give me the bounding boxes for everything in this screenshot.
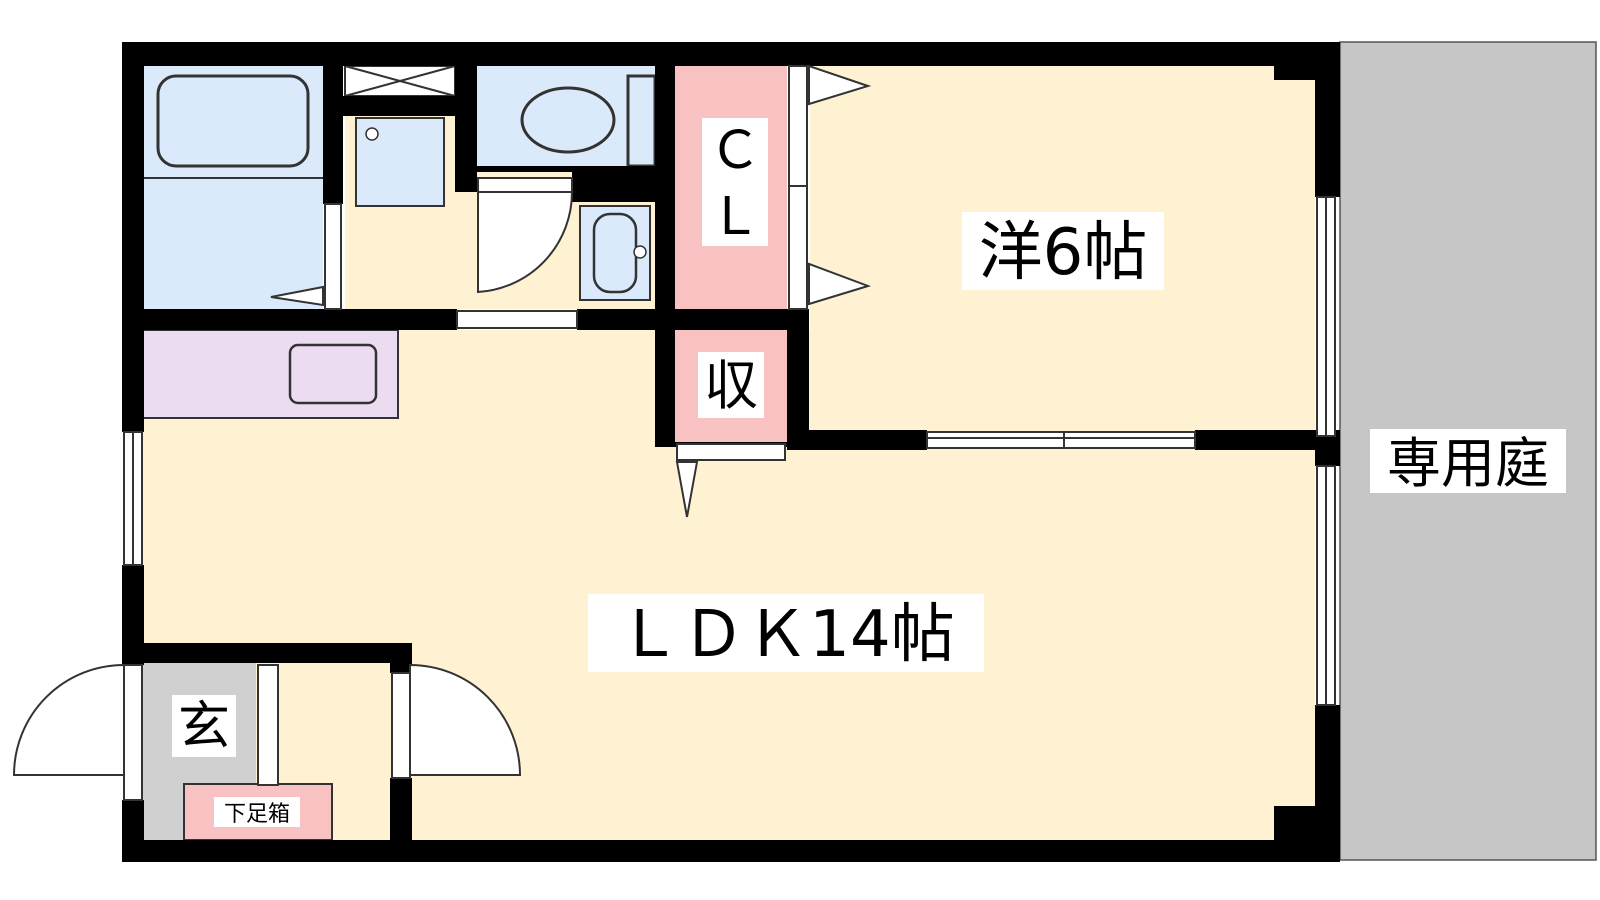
doors-windows [12,64,1336,801]
sink-icon [579,205,651,301]
ldk-entry-door [409,663,522,776]
shoe-box-label: 下足箱 [224,802,290,827]
kitchen-sink-icon [288,343,378,405]
western-sliding-door [926,431,1196,449]
kitchen-counter [142,329,399,419]
ventilation-icon [344,65,456,97]
bathtub-icon [156,74,310,168]
ldk-label: ＬＤＫ14帖 [617,598,954,672]
closet-door-top [808,64,872,106]
garden-label: 専用庭 [1387,432,1549,495]
western-room-label: 洋6帖 [979,216,1148,290]
entrance-door [12,663,125,776]
walls [122,42,1340,862]
closet-label: Ｃ [709,121,761,181]
closet-door-bottom [808,262,872,306]
bath-door [270,285,324,307]
toilet-door [477,188,574,294]
storage-door [675,461,699,518]
washer-pan-icon [355,117,445,207]
entrance-label: 玄 [178,697,230,757]
toilet-icon [520,74,657,168]
storage-label: 収 [704,354,758,417]
svg-text:Ｌ: Ｌ [709,187,761,247]
